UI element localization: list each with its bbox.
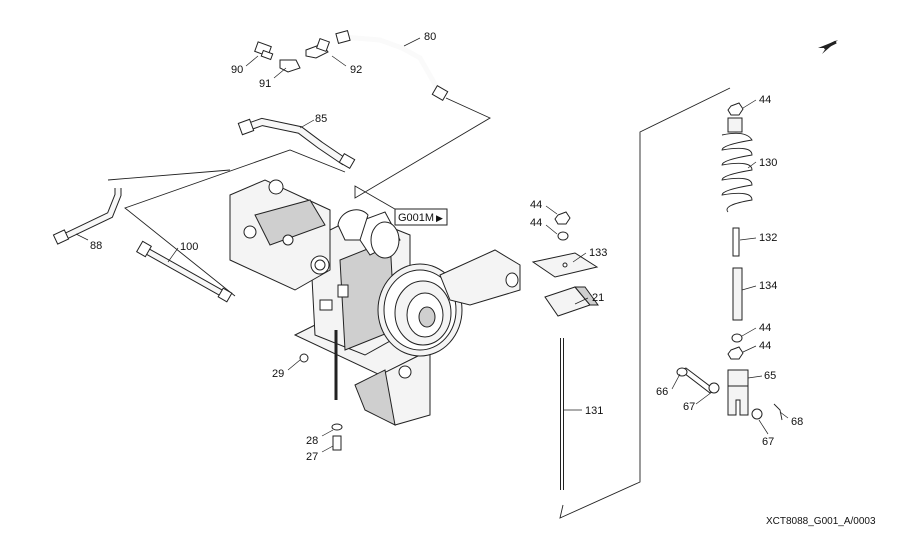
pipe-88: [52, 188, 122, 245]
callout-44-b: 44: [530, 217, 542, 229]
reference-box[interactable]: G001M ▶: [394, 208, 448, 226]
callout-130: 130: [759, 157, 777, 169]
reference-arrow-icon: ▶: [436, 213, 443, 223]
reference-box-label: G001M: [398, 212, 434, 224]
nut-44-top-right: [727, 102, 744, 116]
plate-133: [531, 252, 599, 278]
callout-133: 133: [589, 247, 607, 259]
nut-44-middle: [554, 211, 571, 241]
callout-134: 134: [759, 280, 777, 292]
washer-67-lower: [751, 408, 763, 420]
callout-92: 92: [350, 64, 362, 76]
hose-80: [335, 30, 449, 102]
callout-67-b: 67: [762, 436, 774, 448]
cotter-pin-68: [773, 403, 783, 421]
callout-100: 100: [180, 241, 198, 253]
block-21: [544, 286, 599, 317]
callout-44-c: 44: [759, 94, 771, 106]
callout-65: 65: [764, 370, 776, 382]
fitting-92: [305, 37, 331, 59]
callout-27: 27: [306, 451, 318, 463]
callout-44-e: 44: [759, 340, 771, 352]
callout-44-a: 44: [530, 199, 542, 211]
callout-44-d: 44: [759, 322, 771, 334]
callout-68: 68: [791, 416, 803, 428]
callout-131: 131: [585, 405, 603, 417]
washer-67-upper: [708, 382, 720, 394]
callout-91: 91: [259, 78, 271, 90]
plate-134: [732, 267, 743, 321]
callout-67-a: 67: [683, 401, 695, 413]
nut-44-right-lower: [727, 333, 744, 360]
leader-lines: [75, 37, 789, 453]
callout-90: 90: [231, 64, 243, 76]
callout-132: 132: [759, 232, 777, 244]
callout-85: 85: [315, 113, 327, 125]
rod-132: [732, 227, 740, 257]
callout-80: 80: [424, 31, 436, 43]
spring-130: [721, 117, 753, 213]
fitting-90: [254, 41, 274, 61]
assembly-lines: [107, 87, 731, 519]
callout-labels: 80 90 91 92 85 88 100 29 28 27 44 44 133…: [90, 31, 803, 463]
callout-29: 29: [272, 368, 284, 380]
bolt-100: [135, 240, 233, 303]
direction-arrow-icon: [818, 40, 838, 54]
hose-85: [237, 117, 356, 170]
callout-88: 88: [90, 240, 102, 252]
pump-assembly: [229, 179, 521, 426]
callout-66: 66: [656, 386, 668, 398]
bolt-27-28: [331, 423, 343, 451]
callout-21: 21: [592, 292, 604, 304]
drawing-code: XCT8088_G001_A/0003: [766, 516, 876, 527]
clevis-65: [727, 369, 749, 416]
callout-28: 28: [306, 435, 318, 447]
